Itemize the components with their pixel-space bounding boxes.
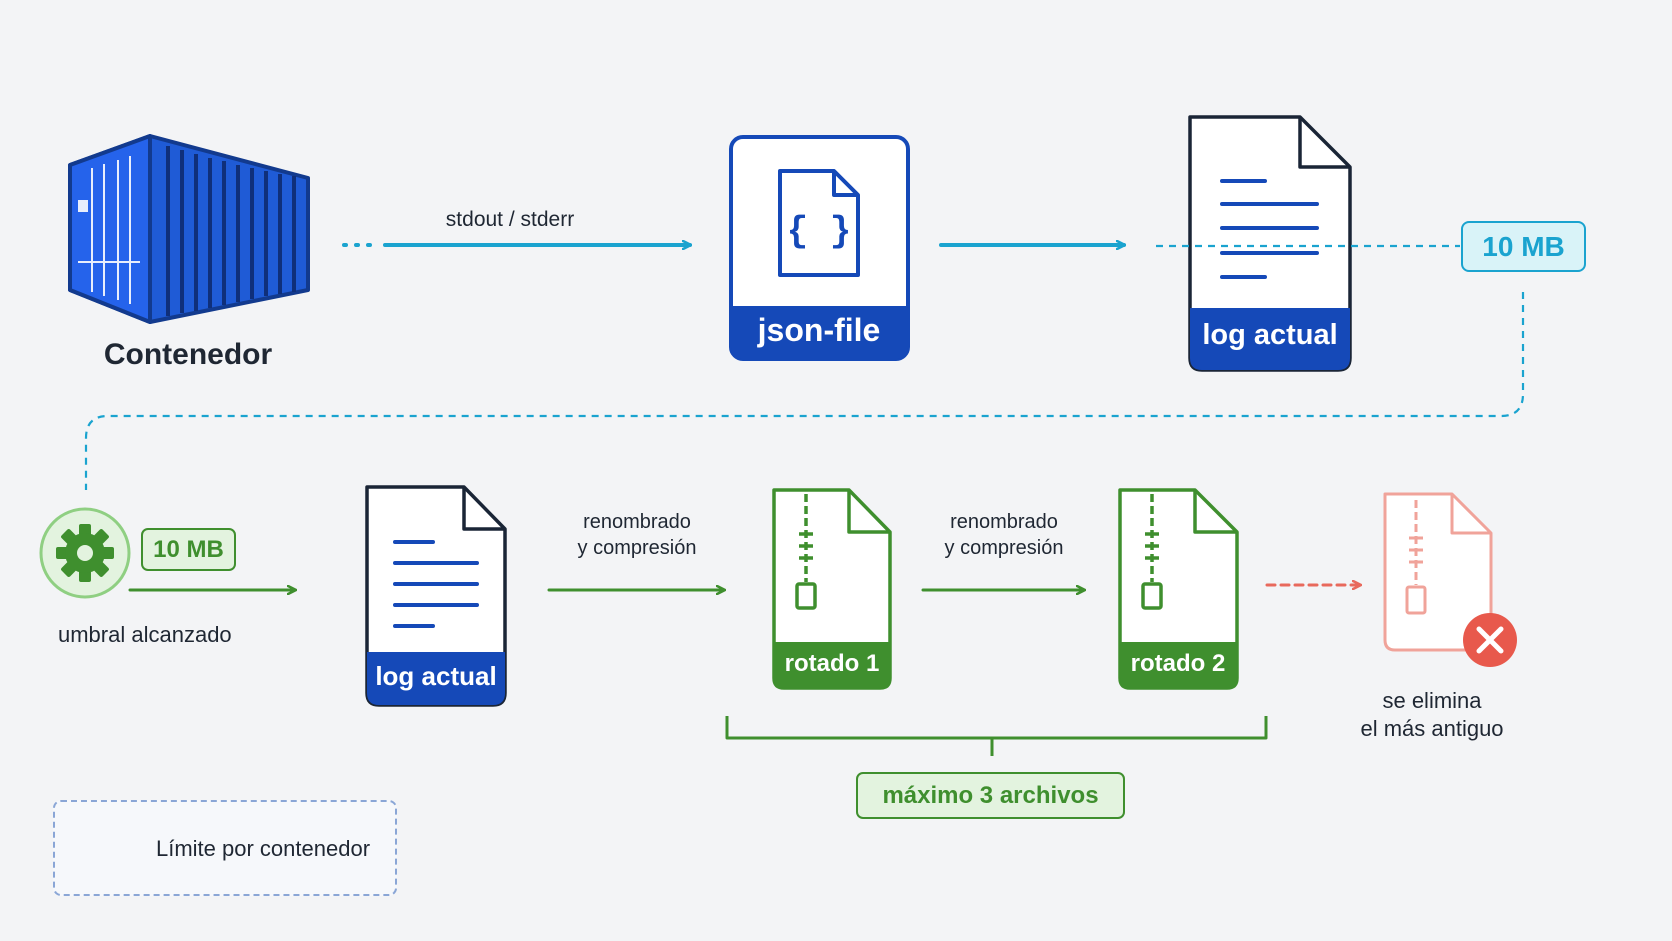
container-label: Contenedor xyxy=(103,338,273,371)
gear-icon xyxy=(39,507,131,599)
rotation-label-2a: renombrado xyxy=(950,511,1058,533)
json-file-icon: { } xyxy=(778,169,860,277)
rotation-trigger-path xyxy=(84,292,1525,490)
threshold-badge: 10 MB xyxy=(141,528,236,571)
shipping-container-icon xyxy=(68,134,310,324)
rotation-label-2b: y compresión xyxy=(944,537,1064,559)
current-log-label-bottom: log actual xyxy=(375,661,497,691)
rotated-file-1 xyxy=(772,488,892,690)
rotated-2-label: rotado 2 xyxy=(1130,650,1226,677)
current-log-document-bottom xyxy=(365,485,507,707)
delete-x-icon xyxy=(1463,613,1517,667)
legend-label: Límite por contenedor xyxy=(156,836,371,861)
svg-text:{ }: { } xyxy=(787,211,852,252)
rotation-label-1b: y compresión xyxy=(577,537,697,559)
zipper-icon xyxy=(795,494,817,610)
rotation-label-1a: renombrado xyxy=(583,511,691,533)
json-file-driver-box: { } xyxy=(729,135,910,361)
deleted-file xyxy=(1383,492,1517,667)
max-files-bracket xyxy=(725,716,1268,756)
current-log-document-top xyxy=(1188,115,1352,372)
current-log-label-top: log actual xyxy=(1202,319,1338,351)
size-badge: 10 MB xyxy=(1461,221,1586,272)
delete-label-a: se elimina xyxy=(1382,688,1482,713)
zipper-icon xyxy=(1141,494,1163,610)
threshold-label: umbral alcanzado xyxy=(58,622,232,647)
max-files-badge: máximo 3 archivos xyxy=(856,772,1125,819)
json-file-label: json-file xyxy=(757,312,881,348)
stream-label: stdout / stderr xyxy=(445,208,575,231)
rotated-1-label: rotado 1 xyxy=(784,650,880,677)
delete-label-b: el más antiguo xyxy=(1360,716,1504,741)
rotated-file-2 xyxy=(1118,488,1239,690)
legend-box xyxy=(53,800,397,896)
